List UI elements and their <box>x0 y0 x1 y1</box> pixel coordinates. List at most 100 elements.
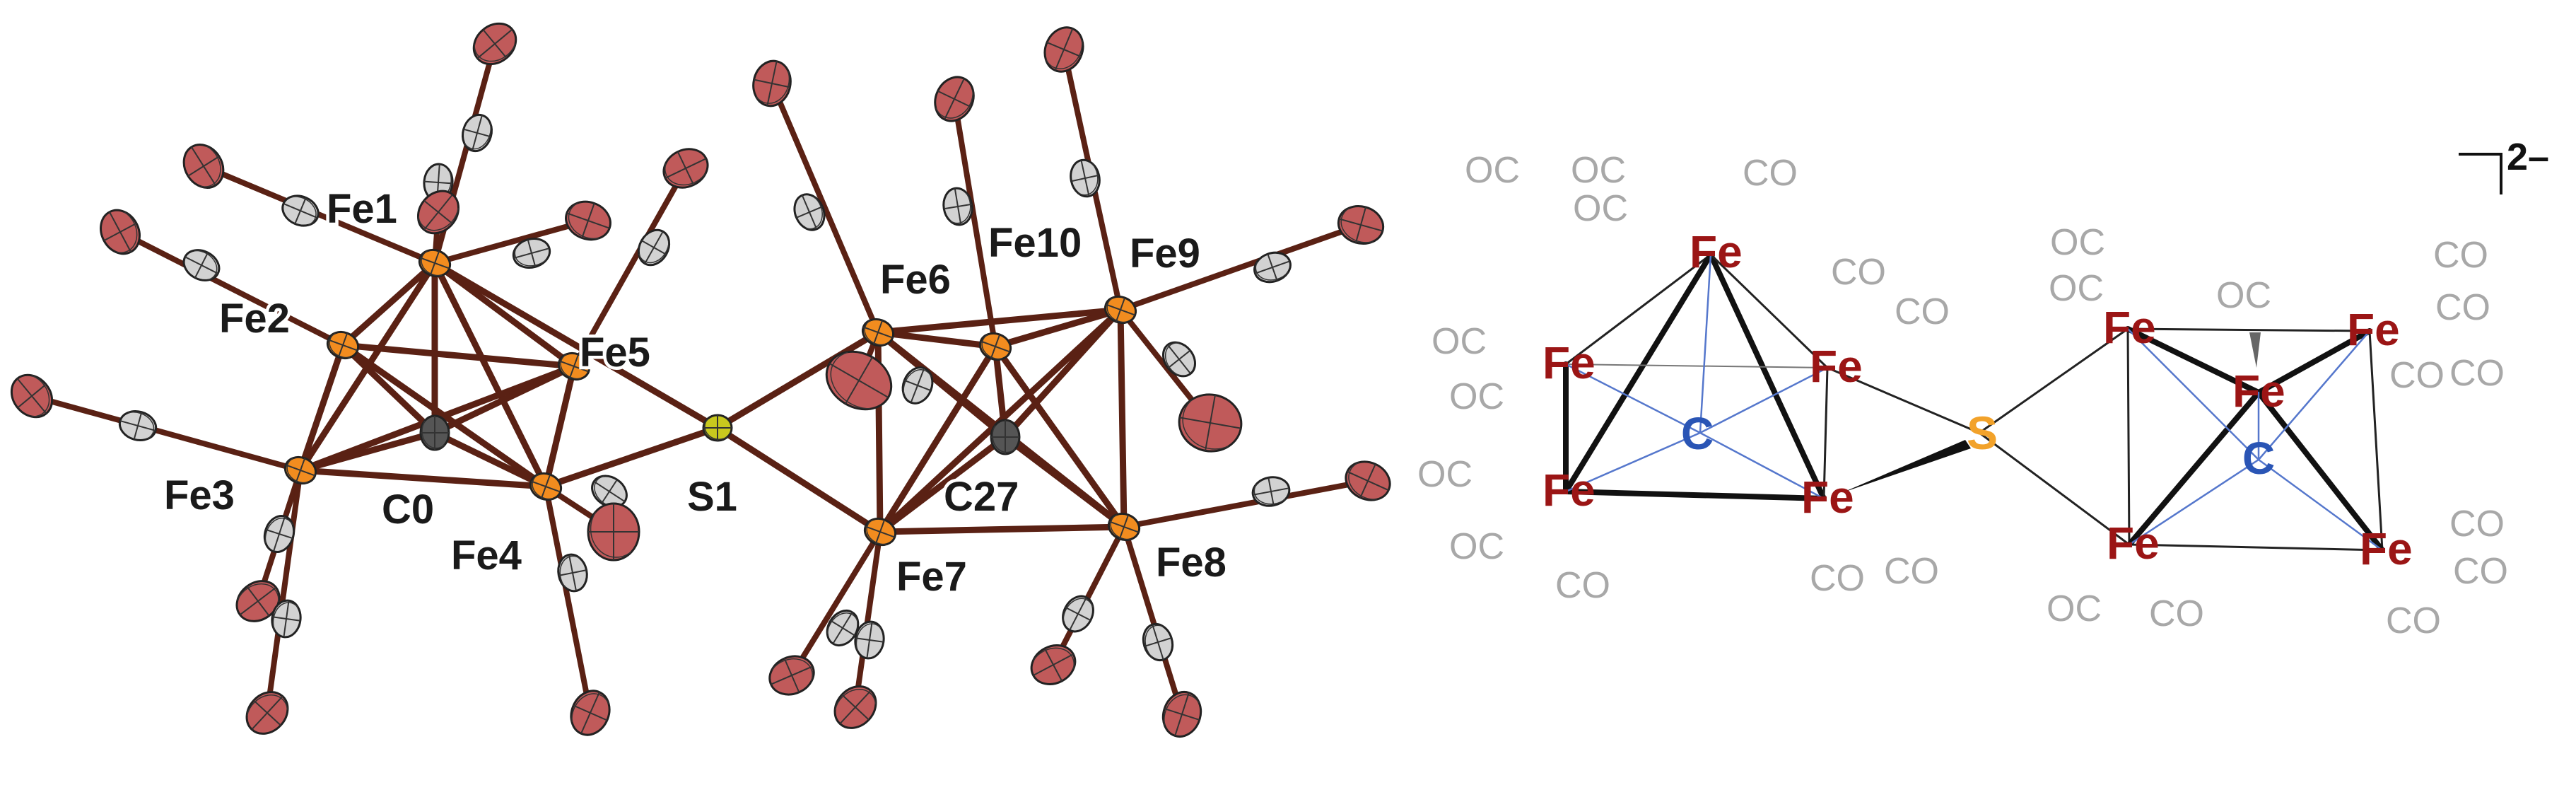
bond-fe3-fe4 <box>297 467 549 490</box>
carbonyl-carbon <box>118 410 158 441</box>
fe-atoms-left: Fe Fe Fe Fe Fe <box>1542 226 1863 523</box>
fe-atom: Fe <box>1801 472 1854 523</box>
oxygen-atom-octant <box>1045 40 1083 69</box>
bond-fe10-fe8 <box>992 343 1128 530</box>
co-bond <box>789 529 883 678</box>
oxygen-atom-octant <box>1182 399 1229 450</box>
bond-fe2-c0 <box>339 342 438 436</box>
oxygen-atom-octant <box>771 658 813 682</box>
co-label: OC <box>2047 588 2102 629</box>
bond-fe1-fe5 <box>431 260 578 370</box>
oxygen-atom <box>1337 205 1385 245</box>
carbonyl-carbon-octant <box>1062 598 1094 621</box>
iron-atom-fe1 <box>418 248 452 278</box>
iron-atom-fe5-octant <box>560 354 582 380</box>
carbonyl-carbon <box>793 193 826 231</box>
co-label: CO <box>1743 153 1798 194</box>
carbonyl-carbon <box>271 599 302 639</box>
carbide-carbon-c27-octant <box>992 424 1016 453</box>
carbide-carbon-c27 <box>990 419 1021 455</box>
bold-bond <box>1563 489 1827 501</box>
oxygen-atom-octant <box>1340 207 1373 243</box>
oxygen-atom-axis <box>677 151 695 185</box>
co-bond <box>1118 222 1364 313</box>
thin-bond <box>1978 431 2131 546</box>
carbonyl-carbon-axis <box>558 569 587 576</box>
bond-fe1-s1 <box>431 260 721 431</box>
oxygen-atom <box>416 190 460 235</box>
iron-atom-fe7-axis <box>874 519 886 545</box>
back-bond <box>1565 364 1828 368</box>
carbide-bond <box>1699 431 1825 500</box>
carbonyl-carbon-octant <box>1253 484 1286 505</box>
carbide-atom-right: C <box>2242 433 2275 484</box>
bond-s1-fe7 <box>714 424 884 535</box>
carbonyl-carbon <box>854 620 885 660</box>
fe-atoms-right: Fe Fe Fe Fe Fe <box>2103 302 2413 574</box>
iron-atom-fe8 <box>1107 512 1141 542</box>
thin-bond <box>2368 330 2384 552</box>
bond-fe4-fe5 <box>542 363 578 490</box>
iron-atom-fe9-axis <box>1115 297 1126 322</box>
label-fe3: Fe3 <box>164 472 235 518</box>
ortep-bonds <box>29 41 1371 717</box>
co-label: OC <box>1449 376 1504 417</box>
label-c0: C0 <box>382 487 434 533</box>
co-ligands-left: OC OC CO OC CO CO OC OC OC OC CO CO CO <box>1417 150 1950 606</box>
co-label: OC <box>1449 526 1504 567</box>
fe-atom: Fe <box>1542 465 1596 516</box>
iron-atom-fe2 <box>326 330 360 360</box>
co-label: OC <box>2216 275 2271 316</box>
label-fe5: Fe5 <box>580 330 650 376</box>
iron-atom-fe6-octant <box>864 320 886 346</box>
carbide-bond <box>1564 363 1702 434</box>
oxygen-atom-axis <box>1355 207 1366 243</box>
bond-fe2-fe3 <box>297 342 346 474</box>
co-label: OC <box>1432 321 1487 362</box>
iron-atom-fe5-axis <box>568 354 580 379</box>
oxygen-atom-axis <box>246 586 270 617</box>
charge-indicator: 2– <box>2459 136 2549 194</box>
fe-atom: Fe <box>2107 518 2160 569</box>
carbide-bond <box>1699 253 1712 434</box>
co-bond <box>29 393 303 473</box>
thin-bond <box>1826 366 1981 434</box>
carbonyl-carbon-octant <box>514 246 547 267</box>
bond-fe4-s1 <box>542 424 721 490</box>
oxygen-atom-axis <box>423 199 453 225</box>
carbonyl-carbon-axis <box>463 128 491 138</box>
oxygen-atom-octant <box>1033 647 1075 669</box>
oxygen-atom-octant <box>201 145 221 187</box>
bond-fe6-fe9 <box>874 306 1124 336</box>
co-label: CO <box>2453 551 2508 592</box>
carbonyl-carbon <box>826 610 860 646</box>
oxygen-atom <box>10 373 54 419</box>
iron-atom-fe4-axis <box>540 474 551 499</box>
ortep-atoms <box>10 22 1391 738</box>
fe-atom: Fe <box>1810 341 1863 392</box>
carbonyl-carbon <box>1062 595 1094 633</box>
iron-atom-fe2-octant <box>329 332 351 359</box>
oxygen-atom-axis <box>754 78 790 88</box>
carbonyl-carbon <box>263 515 295 553</box>
label-fe10: Fe10 <box>988 220 1082 266</box>
oxygen-atom-axis <box>783 658 800 693</box>
label-c27: C27 <box>944 474 1019 520</box>
oxygen-atom <box>570 690 611 736</box>
carbonyl-carbon <box>512 238 551 269</box>
bold-bond <box>2256 328 2372 395</box>
co-label: CO <box>2433 235 2488 276</box>
carbonyl-carbon-octant <box>292 196 317 226</box>
oxygen-atom-octant <box>1164 694 1200 726</box>
carbonyl-carbon-octant <box>1255 262 1289 281</box>
iron-atom-fe1-octant <box>421 250 443 277</box>
thin-bond <box>1978 327 2129 434</box>
oxygen-atom <box>1345 460 1391 501</box>
carbonyl-carbon-axis <box>527 239 537 267</box>
iron-atom-fe3-octant <box>286 458 308 484</box>
oxygen-atom-axis <box>1046 42 1082 57</box>
bold-bond <box>1708 252 1827 501</box>
carbonyl-carbon-axis <box>423 180 453 185</box>
